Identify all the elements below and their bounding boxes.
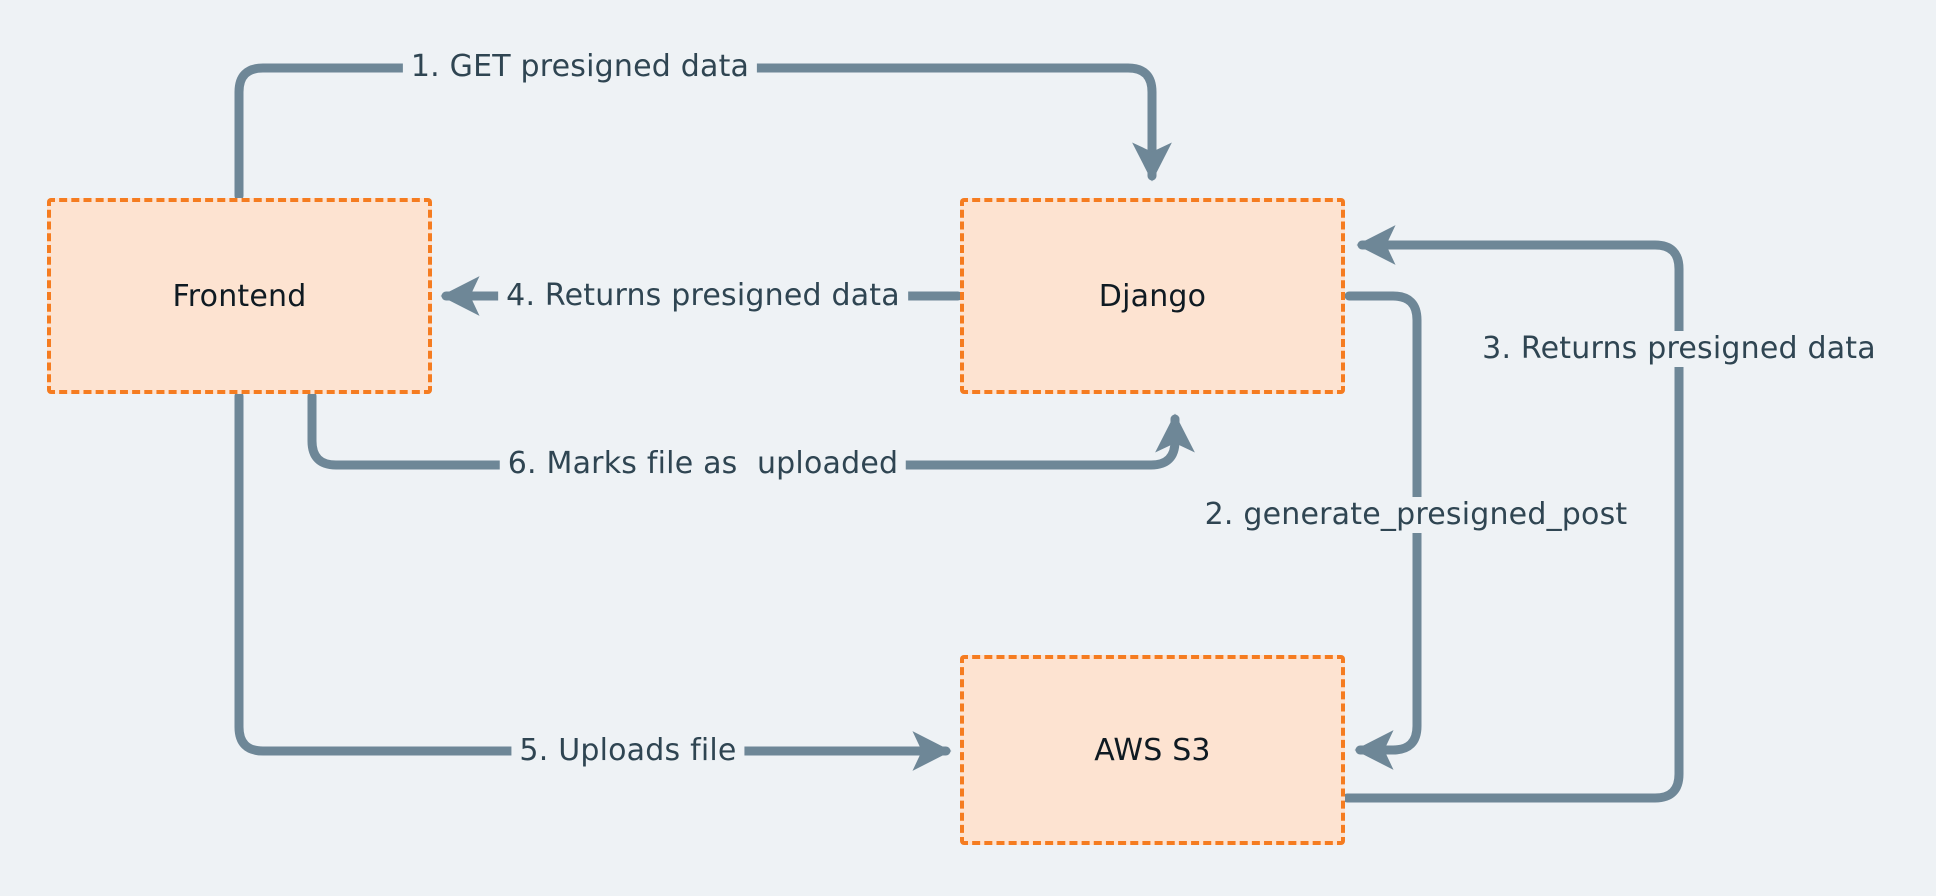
edge-label-3: 3. Returns presigned data: [1474, 331, 1884, 367]
node-frontend-label: Frontend: [172, 278, 307, 314]
edge-path-3: [1342, 225, 1684, 803]
edge-label-1: 1. GET presigned data: [402, 49, 758, 85]
edge-path-5: [234, 391, 952, 771]
edge-path-1: [234, 63, 1172, 201]
node-aws-s3-label: AWS S3: [1094, 732, 1211, 768]
node-django-label: Django: [1098, 278, 1207, 314]
node-aws-s3[interactable]: AWS S3: [960, 655, 1345, 845]
node-django[interactable]: Django: [960, 198, 1345, 394]
edge-label-6: 6. Marks file as uploaded: [499, 446, 907, 482]
edge-label-5: 5. Uploads file: [511, 733, 745, 769]
edge-label-4: 4. Returns presigned data: [498, 278, 908, 314]
node-frontend[interactable]: Frontend: [47, 198, 432, 394]
edge-label-2: 2. generate_presigned_post: [1196, 497, 1636, 533]
